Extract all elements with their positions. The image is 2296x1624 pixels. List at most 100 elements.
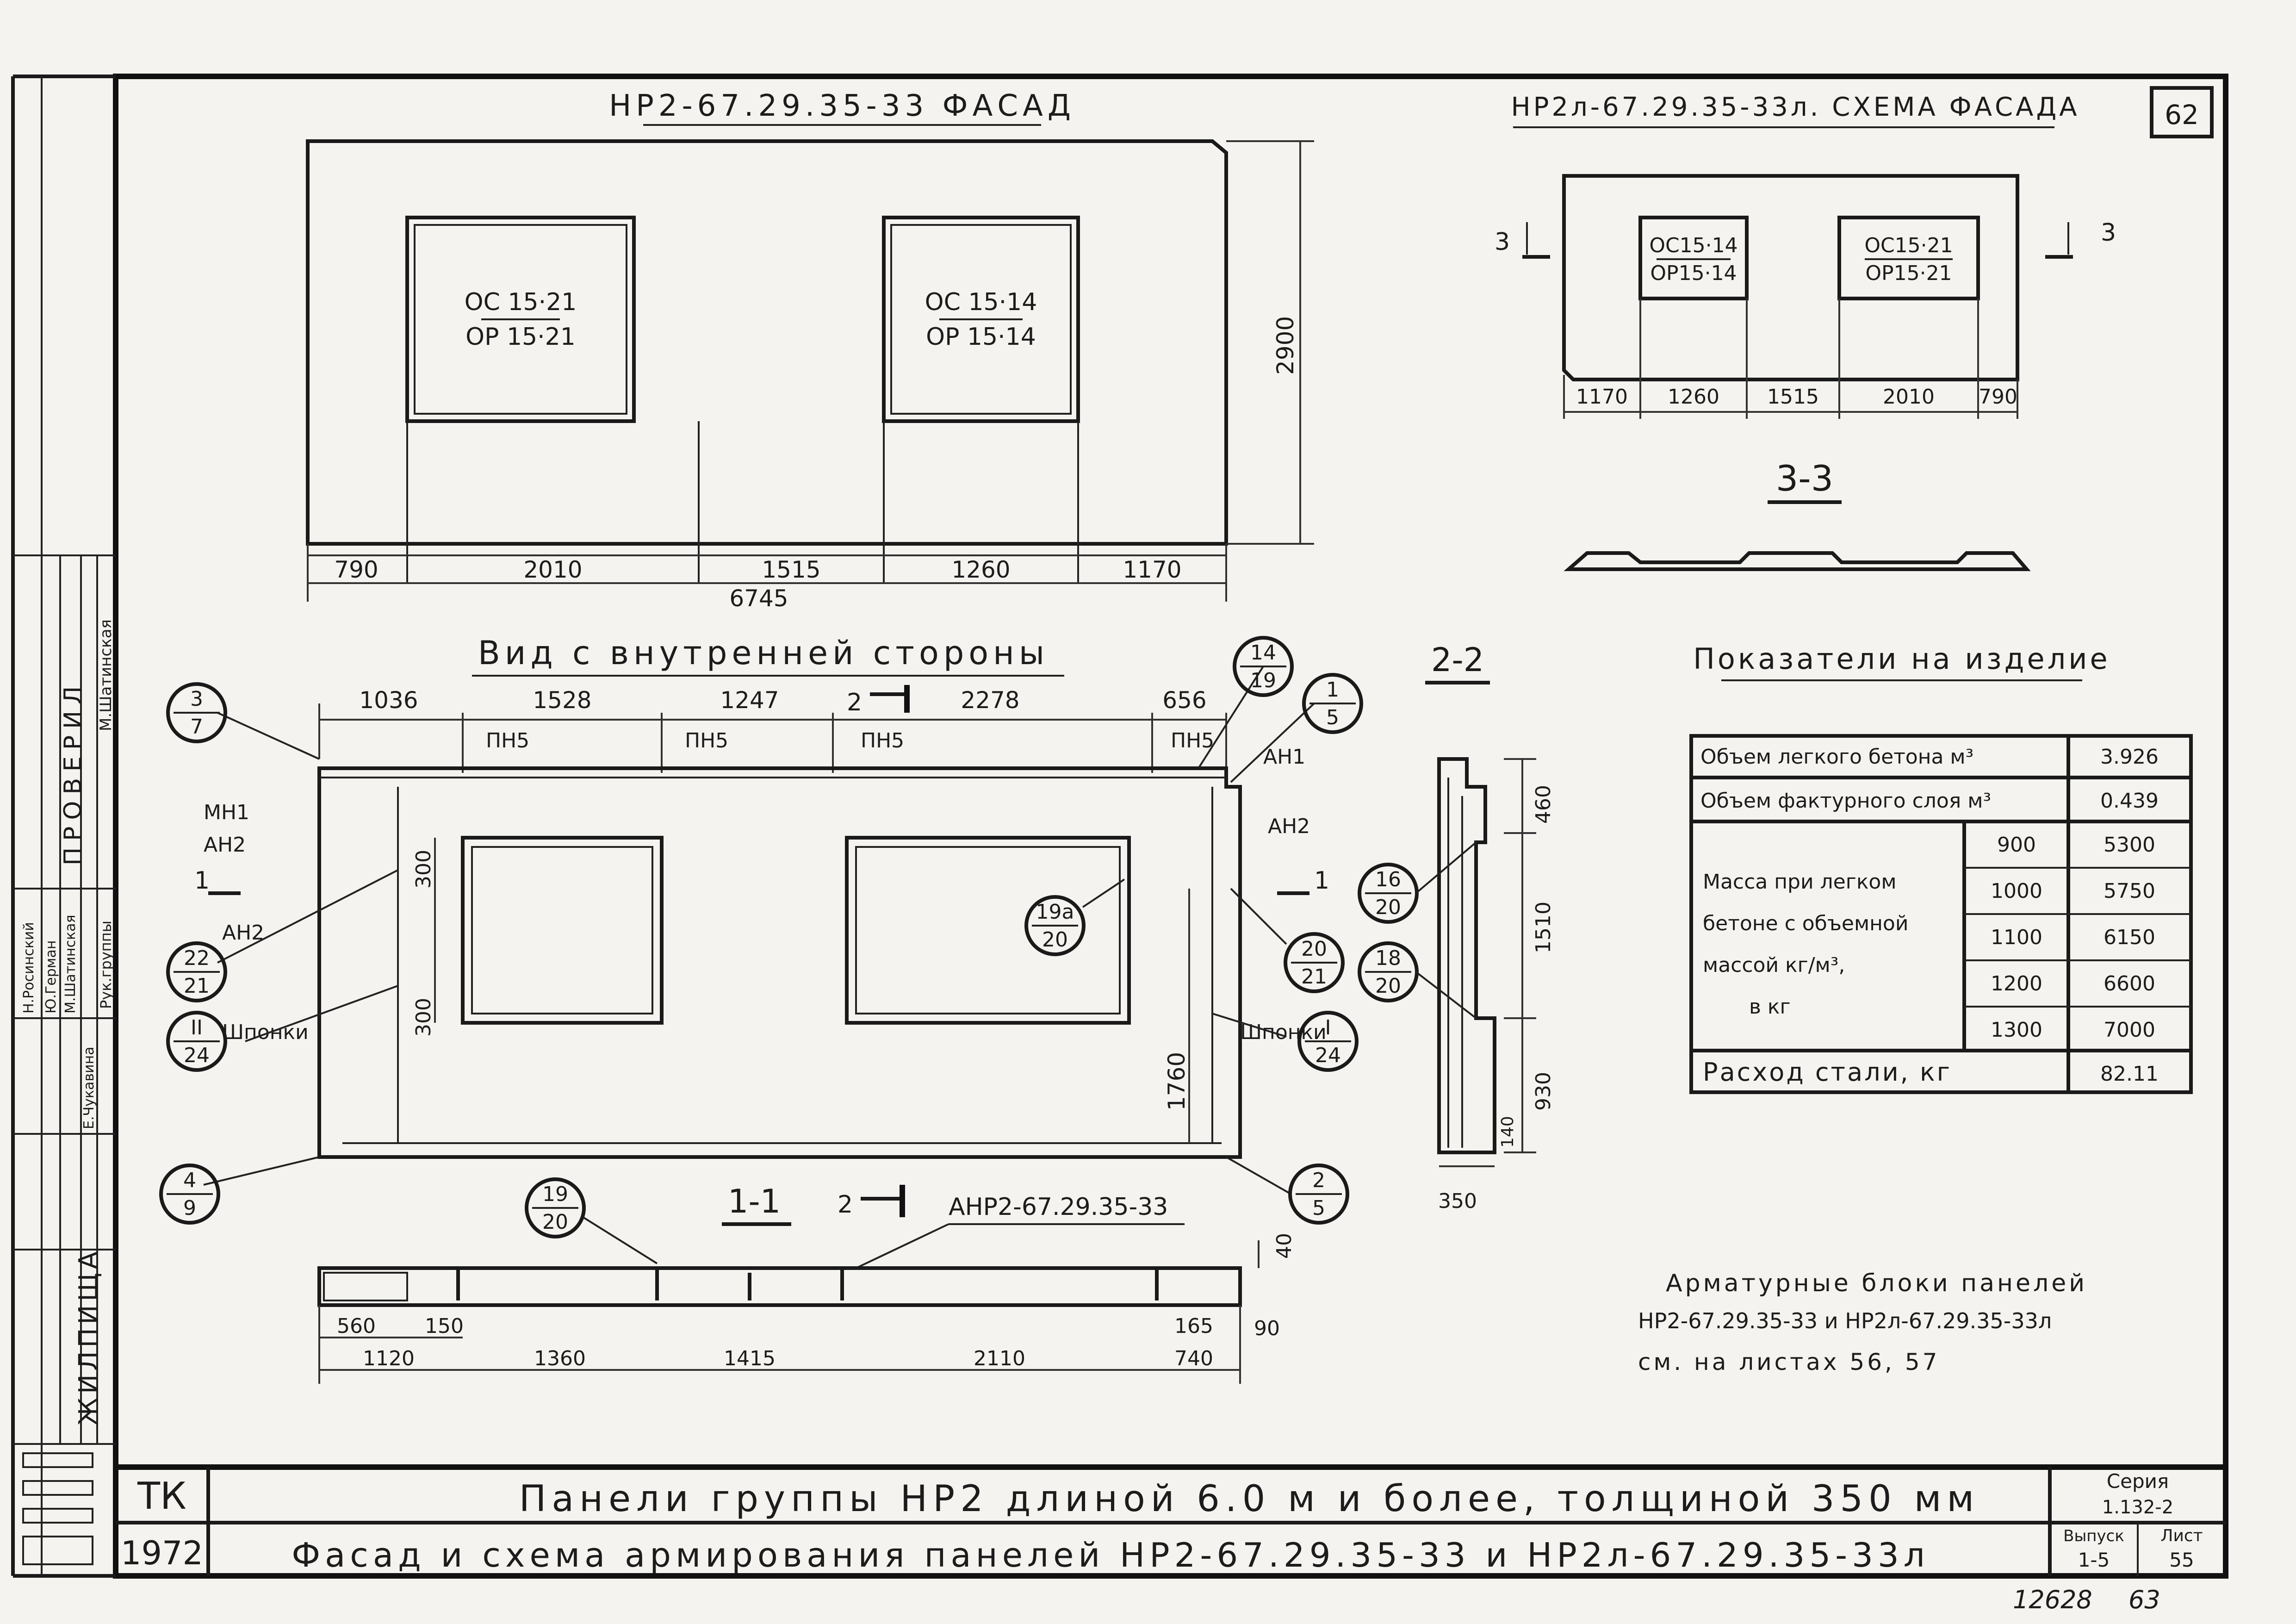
tb-issue-value: 1-5 [2078,1549,2110,1571]
svg-text:20: 20 [1301,937,1327,961]
interior-window-dim-1: 300 [412,850,435,889]
note-line-1: Арматурные блоки панелей [1666,1269,2087,1297]
facade-window-right [882,216,1080,423]
svg-text:5: 5 [1326,706,1339,729]
stamp-name-2: Ю.Герман [43,940,59,1014]
tb-sheet-value: 55 [2169,1549,2194,1571]
callout-19a-20: 19а 20 [1024,895,1086,956]
sheet-frame [113,74,2228,1579]
svg-text:16: 16 [1375,868,1401,891]
section-33-title: 3-3 [1776,458,1833,499]
section-11-dim-1415: 1415 [724,1347,776,1370]
interior-panel [317,766,1242,1159]
mass-label-1: Масса при легком [1703,870,1897,894]
facade-height-dim: 2900 [1272,316,1299,375]
interior-window-dim-2: 300 [412,998,435,1037]
callout-1-5: 1 5 [1302,673,1363,734]
section-11-title: 1-1 [728,1182,781,1220]
mass-value-4: 6600 [2104,972,2155,996]
section-11: 1-1 2 АНР2-67.29.35-33 19 20 560 150 165… [317,1177,1296,1384]
facade-dim-5: 1170 [1123,556,1181,583]
archive-number: 12628 [2013,1585,2092,1614]
indicators: Показатели на изделие Объем легкого бето… [1689,642,2193,1094]
label-mn1: МН1 [204,801,249,824]
svg-text:20: 20 [1042,928,1068,952]
label-an1: АН1 [1263,745,1305,769]
row-light-concrete-value: 3.926 [2100,745,2159,769]
section-11-dim-150: 150 [425,1314,464,1338]
svg-text:18: 18 [1375,946,1401,970]
interior-window-left [461,836,664,1025]
scheme-dim-4: 2010 [1883,385,1935,409]
section-11-cut-2: 2 [838,1191,853,1219]
interior-title: Вид с внутренней стороны [478,634,1049,672]
page-number: 62 [2165,99,2199,131]
svg-text:9: 9 [183,1196,196,1220]
mass-density-4: 1200 [1991,972,2042,996]
steel-label: Расход стали, кг [1703,1058,1952,1087]
section-22-title: 2-2 [1431,641,1484,679]
tb-series-label: Серия [2107,1470,2169,1493]
scheme-window-left [1638,216,1749,300]
facade-window-left-bottom: ОР 15·21 [465,323,576,351]
callout-II-24: II 24 [166,1011,227,1072]
mass-value-3: 6150 [2104,926,2155,949]
facade-window-right-bottom: ОР 15·14 [926,323,1036,351]
facade-dim-1: 790 [334,556,378,583]
indicators-title: Показатели на изделие [1693,642,2110,676]
section-22-dim-1510: 1510 [1532,902,1555,953]
svg-text:21: 21 [184,974,210,998]
svg-text:I: I [1325,1016,1331,1039]
callout-18-20: 18 20 [1358,941,1419,1002]
interior-pn-3: ПН5 [861,729,904,753]
mass-label-3: массой кг/м³, [1703,953,1845,977]
svg-text:7: 7 [190,715,203,739]
svg-text:21: 21 [1301,965,1327,989]
facade-dim-4: 1260 [951,556,1010,583]
callout-2-5: 2 5 [1288,1164,1349,1225]
interior-callouts: 3 7 14 19 1 5 22 21 II 24 19а 20 [159,636,1363,1225]
title-block: ТК 1972 Панели группы НР2 длиной 6.0 м и… [116,1464,2226,1576]
section-11-dim-1360: 1360 [534,1347,586,1370]
mass-density-3: 1100 [1991,926,2042,949]
callout-19-20: 19 20 [525,1177,586,1238]
callout-14-19: 14 19 [1233,636,1294,697]
mass-density-2: 1000 [1991,879,2042,903]
mass-density-5: 1300 [1991,1018,2042,1042]
facade-window-left-top: ОС 15·21 [465,288,577,316]
svg-text:20: 20 [542,1210,568,1234]
interior-window-right [845,836,1131,1025]
callout-3-7: 3 7 [166,682,227,743]
interior-dim-3: 1247 [720,687,779,714]
svg-text:20: 20 [1375,974,1401,998]
row-facing-layer-label: Объем фактурного слоя м³ [1700,789,1991,813]
interior-view: Вид с внутренней стороны 1036 1528 1247 … [194,634,1329,1195]
facade-window-right-top: ОС 15·14 [925,288,1037,316]
section-22-dim-140: 140 [1498,1116,1517,1148]
stamp-checked: ПРОВЕРИЛ [59,680,87,865]
org-name: ЖИЛПИЩА [74,1248,104,1425]
org-logo [22,1452,93,1565]
label-shponki-left: Шпонки [222,1020,309,1044]
mass-label-2: бетоне с объемной [1703,912,1908,935]
scheme-window-left-top: ОС15·14 [1649,234,1738,257]
scheme-title: НР2л-67.29.35-33л. СХЕМА ФАСАДА [1511,92,2080,122]
note-line-3: см. на листах 56, 57 [1638,1349,1940,1375]
section-33-profile [1564,551,2031,571]
scheme-cut-right: 3 [2101,219,2116,247]
svg-text:20: 20 [1375,896,1401,919]
interior-dim-2: 1528 [533,687,591,714]
section-11-dim-40: 40 [1272,1233,1296,1259]
note: Арматурные блоки панелей НР2-67.29.35-33… [1638,1269,2087,1375]
facade-total-dim: 6745 [729,585,788,612]
svg-text:22: 22 [184,946,210,970]
section-11-dim-560: 560 [337,1314,376,1338]
interior-pn-2: ПН5 [685,729,728,753]
label-an2-a: АН2 [204,833,246,857]
tb-tk: ТК [137,1475,186,1518]
tb-line-1: Панели группы НР2 длиной 6.0 м и более, … [519,1478,1980,1520]
callout-20-21: 20 21 [1284,932,1345,993]
left-strip: ПРОВЕРИЛ М.Шатинская Рук.группы Н.Росинс… [13,76,116,1576]
svg-text:4: 4 [183,1169,196,1192]
